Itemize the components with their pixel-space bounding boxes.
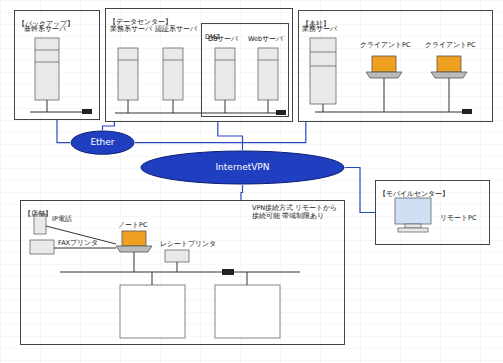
site-region: 【モバイルセンター】 (375, 180, 490, 245)
device-label: 業務系サーバ (110, 26, 152, 34)
device-label: クライアントPC (425, 42, 475, 50)
device-label: FAXプリンタ (58, 240, 98, 248)
network-name: Ether (90, 137, 114, 148)
device-label: クライアントPC (360, 42, 410, 50)
device-label: レシートプリンタ (160, 241, 216, 249)
device-label: ノートPC (118, 222, 147, 230)
network-link (241, 185, 243, 200)
network-link (345, 168, 375, 213)
network-link (218, 122, 243, 150)
device-label: Webサーバ (248, 36, 283, 44)
network-name: InternetVPN (215, 162, 269, 173)
network-link (103, 122, 115, 130)
device-label: 基幹系サーバ (24, 26, 66, 34)
network-link (135, 122, 306, 143)
device-label: 認証系サーバ (155, 26, 197, 34)
network-cloud: Ether (70, 130, 135, 155)
region-title: 【モバイルセンター】 (379, 191, 449, 199)
network-link (57, 120, 70, 143)
device-label: リモートPC (440, 215, 476, 223)
note-text: VPN接続方式 リモートから接続可能 帯域制限あり (252, 205, 340, 221)
device-label: IP電話 (52, 216, 72, 224)
network-cloud: InternetVPN (140, 150, 345, 185)
region-title: 【店舗】 (24, 211, 52, 219)
device-label: DBサーバ (208, 36, 238, 44)
device-label: 業務サーバ (302, 26, 337, 34)
